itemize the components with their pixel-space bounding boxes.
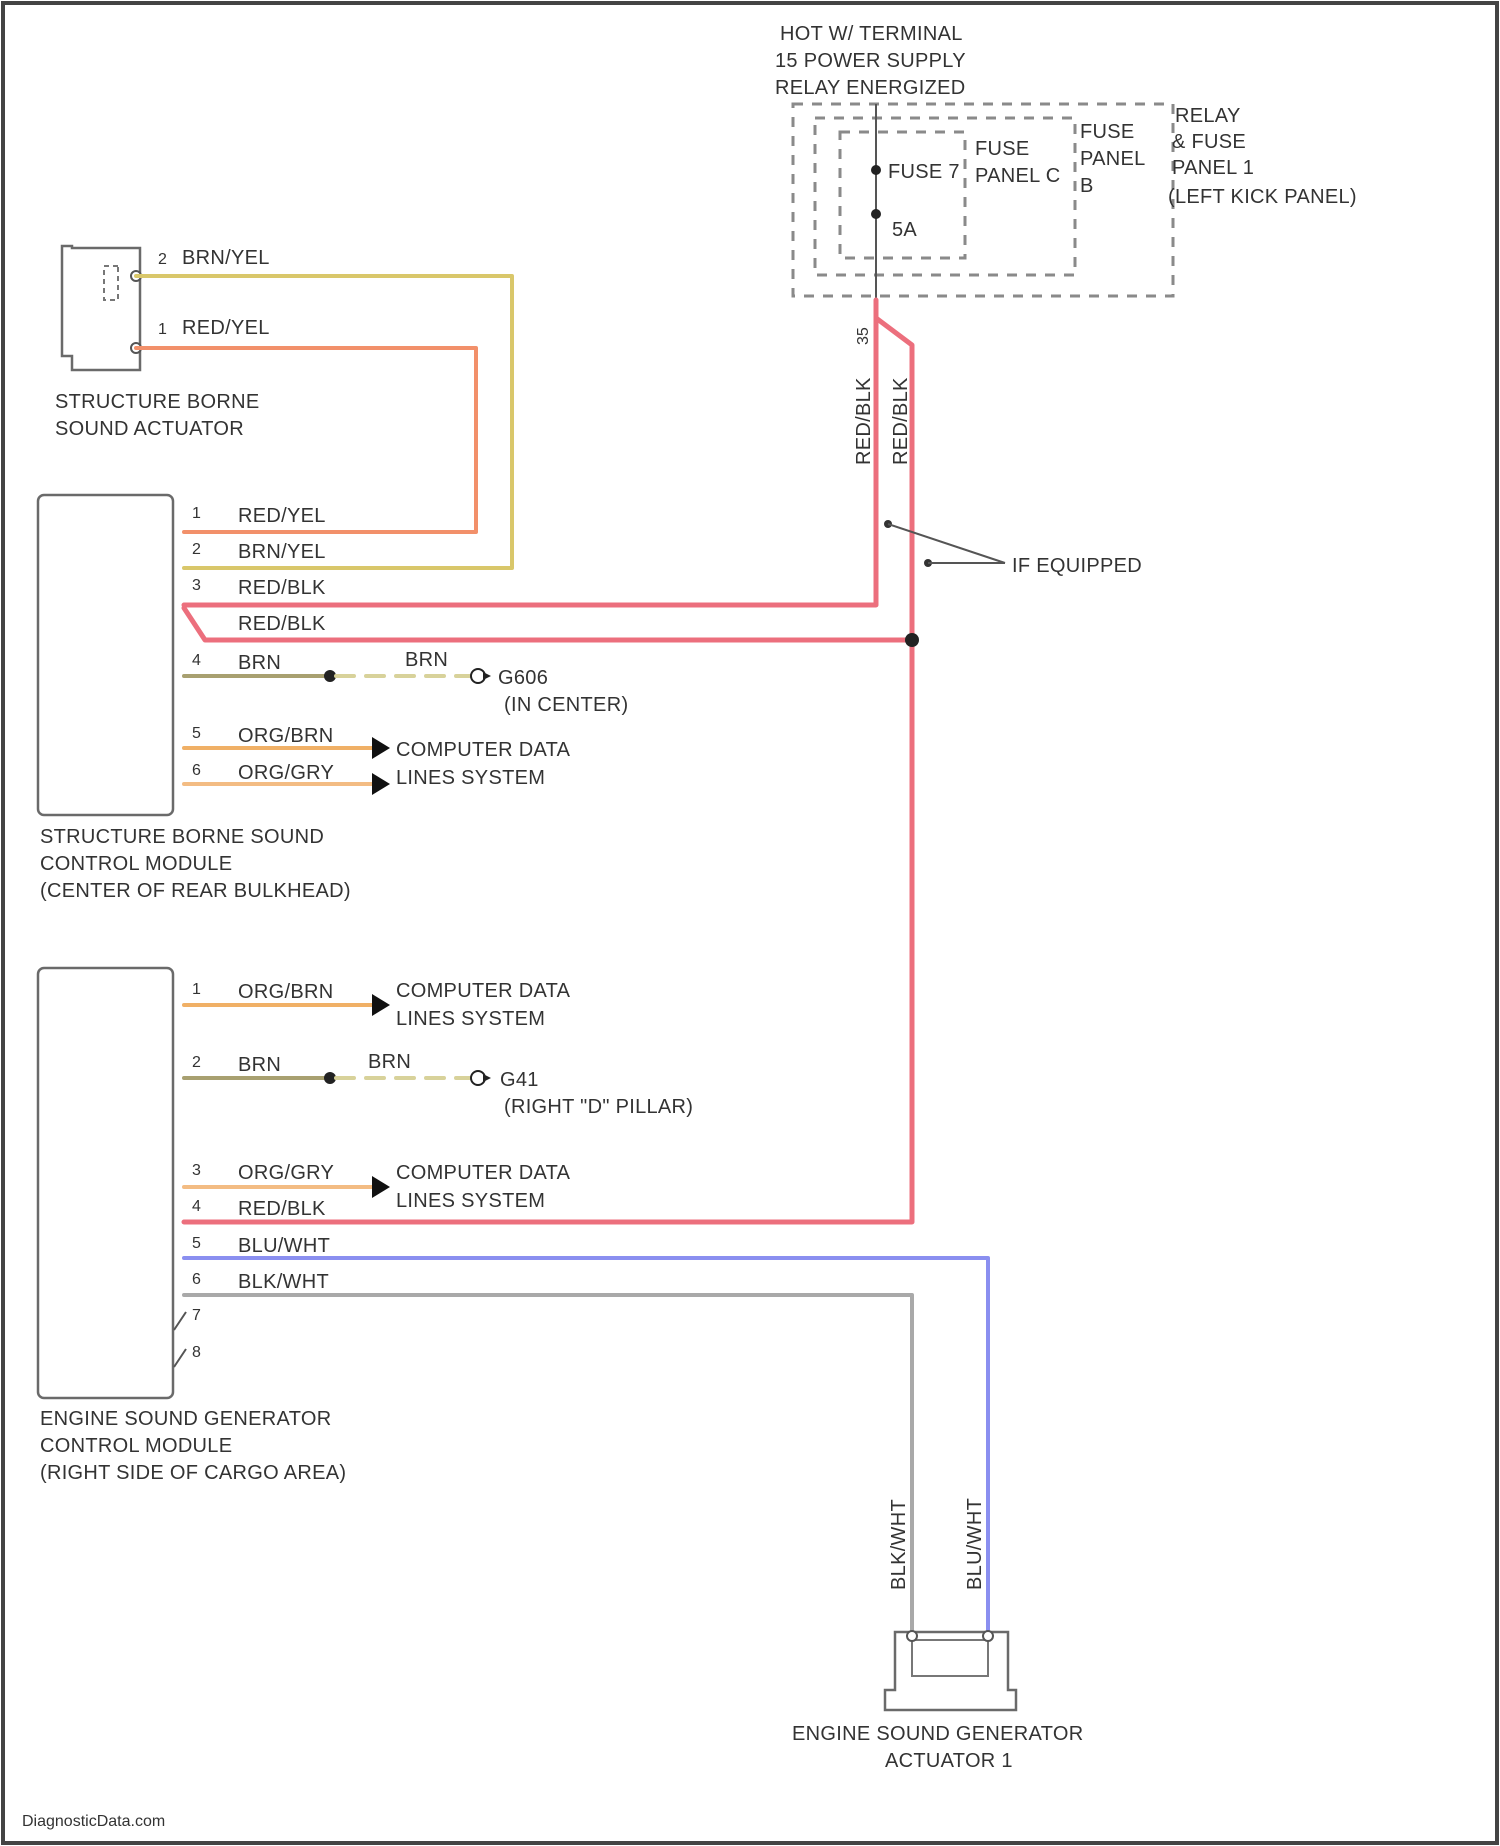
- page-border: [3, 3, 1497, 1843]
- sbs-pin-4-wire: BRN: [238, 652, 281, 674]
- fuse-label: FUSE 7: [888, 161, 960, 183]
- actuator-pin-2-wire: BRN/YEL: [182, 247, 270, 269]
- sbs-data-label-line-1: COMPUTER DATA: [396, 739, 571, 761]
- power-supply-line-3: RELAY ENERGIZED: [775, 77, 965, 99]
- esg-module-body: [38, 968, 173, 1398]
- power-supply-header: HOT W/ TERMINAL 15 POWER SUPPLY RELAY EN…: [775, 23, 966, 99]
- sbs-pin-1-wire: RED/YEL: [238, 505, 326, 527]
- esg-pin-8-num: 8: [192, 1344, 201, 1361]
- sbs-pin-4-num: 4: [192, 652, 201, 669]
- splice-red-blk: [905, 633, 919, 647]
- watermark: DiagnosticData.com: [22, 1813, 165, 1830]
- esg-module-label-line-1: ENGINE SOUND GENERATOR: [40, 1408, 331, 1430]
- sbs-ground-terminal: [471, 669, 485, 683]
- if-equipped-label: IF EQUIPPED: [1012, 555, 1142, 577]
- sbs-pin-6-num: 6: [192, 762, 201, 779]
- sbs-pin-6-wire: ORG/GRY: [238, 762, 334, 784]
- esg-pin-6-wire: BLK/WHT: [238, 1271, 329, 1293]
- gen-actuator-label-line-2: ACTUATOR 1: [885, 1750, 1013, 1772]
- relay-panel-line-1: RELAY: [1175, 105, 1241, 127]
- sbs-pin-2-num: 2: [192, 541, 201, 558]
- esg-module-label-line-3: (RIGHT SIDE OF CARGO AREA): [40, 1462, 346, 1484]
- sbs-module-label-line-3: (CENTER OF REAR BULKHEAD): [40, 880, 351, 902]
- relay-panel-line-4: (LEFT KICK PANEL): [1168, 186, 1357, 208]
- sbs-ground-location: (IN CENTER): [504, 694, 628, 716]
- gen-actuator-body: [885, 1632, 1016, 1710]
- gen-wire-left-label: BLK/WHT: [888, 1499, 910, 1590]
- fuse-rating: 5A: [892, 219, 917, 241]
- sbs-pin-2-wire: BRN/YEL: [238, 541, 326, 563]
- fuse-panel-c-line-1: FUSE: [975, 138, 1030, 160]
- esg-pin-3-num: 3: [192, 1162, 201, 1179]
- fuse-terminal-bottom: [871, 209, 881, 219]
- esg-data1-label-line-2: LINES SYSTEM: [396, 1008, 545, 1030]
- sbs-ground-id: G606: [498, 667, 548, 689]
- esg-module-label-line-2: CONTROL MODULE: [40, 1435, 232, 1457]
- esg-pin-5-num: 5: [192, 1235, 201, 1252]
- fuse-wire-right-label: RED/BLK: [890, 377, 912, 465]
- esg-pin-2-num: 2: [192, 1054, 201, 1071]
- sbs-pin-3-wire: RED/BLK: [238, 577, 326, 599]
- esg-pin-7-num: 7: [192, 1307, 201, 1324]
- actuator-label-line-1: STRUCTURE BORNE: [55, 391, 260, 413]
- esg-ground-terminal: [471, 1071, 485, 1085]
- esg-pin-1-num: 1: [192, 981, 201, 998]
- sbs-ground-wire-label: BRN: [405, 649, 448, 671]
- actuator-label-line-2: SOUND ACTUATOR: [55, 418, 244, 440]
- sbs-data-label-line-2: LINES SYSTEM: [396, 767, 545, 789]
- relay-panel-line-2: & FUSE: [1172, 131, 1246, 153]
- sbs-pin-3-num: 3: [192, 577, 201, 594]
- esg-ground-id: G41: [500, 1069, 539, 1091]
- esg-pin-6-num: 6: [192, 1271, 201, 1288]
- fuse-panel-c-line-2: PANEL C: [975, 165, 1060, 187]
- relay-panel-line-3: PANEL 1: [1172, 157, 1254, 179]
- sbs-pin-3b-wire: RED/BLK: [238, 613, 326, 635]
- power-supply-line-1: HOT W/ TERMINAL: [780, 23, 963, 45]
- esg-pin-4-wire: RED/BLK: [238, 1198, 326, 1220]
- gen-wire-right-label: BLU/WHT: [964, 1498, 986, 1590]
- esg-data1-label-line-1: COMPUTER DATA: [396, 980, 571, 1002]
- power-supply-line-2: 15 POWER SUPPLY: [775, 50, 966, 72]
- esg-data2-label-line-1: COMPUTER DATA: [396, 1162, 571, 1184]
- fuse-output-pin: 35: [855, 327, 872, 345]
- esg-data2-label-line-2: LINES SYSTEM: [396, 1190, 545, 1212]
- fuse-wire-left-label: RED/BLK: [853, 377, 875, 465]
- fuse-panel-b-line-3: B: [1080, 175, 1094, 197]
- esg-pin-3-wire: ORG/GRY: [238, 1162, 334, 1184]
- fuse-panel-b-line-1: FUSE: [1080, 121, 1135, 143]
- actuator-pin-1-num: 1: [158, 321, 167, 338]
- esg-pin-4-num: 4: [192, 1198, 201, 1215]
- sbs-pin-5-num: 5: [192, 725, 201, 742]
- actuator-pin-2-num: 2: [158, 251, 167, 268]
- esg-pin-5-wire: BLU/WHT: [238, 1235, 330, 1257]
- sbs-pin-5-wire: ORG/BRN: [238, 725, 333, 747]
- fuse-terminal-top: [871, 165, 881, 175]
- actuator-pin-1-wire: RED/YEL: [182, 317, 270, 339]
- sbs-module-label-line-1: STRUCTURE BORNE SOUND: [40, 826, 324, 848]
- sbs-module-body: [38, 495, 173, 815]
- gen-actuator-label-line-1: ENGINE SOUND GENERATOR: [792, 1723, 1083, 1745]
- gen-actuator-terminal-left: [907, 1631, 917, 1641]
- actuator-body: [62, 246, 140, 370]
- sbs-module-label-line-2: CONTROL MODULE: [40, 853, 232, 875]
- sbs-pin-1-num: 1: [192, 505, 201, 522]
- esg-ground-wire-label: BRN: [368, 1051, 411, 1073]
- esg-pin-2-wire: BRN: [238, 1054, 281, 1076]
- esg-pin-1-wire: ORG/BRN: [238, 981, 333, 1003]
- fuse-panel-b-line-2: PANEL: [1080, 148, 1146, 170]
- gen-actuator-terminal-right: [983, 1631, 993, 1641]
- esg-ground-location: (RIGHT "D" PILLAR): [504, 1096, 693, 1118]
